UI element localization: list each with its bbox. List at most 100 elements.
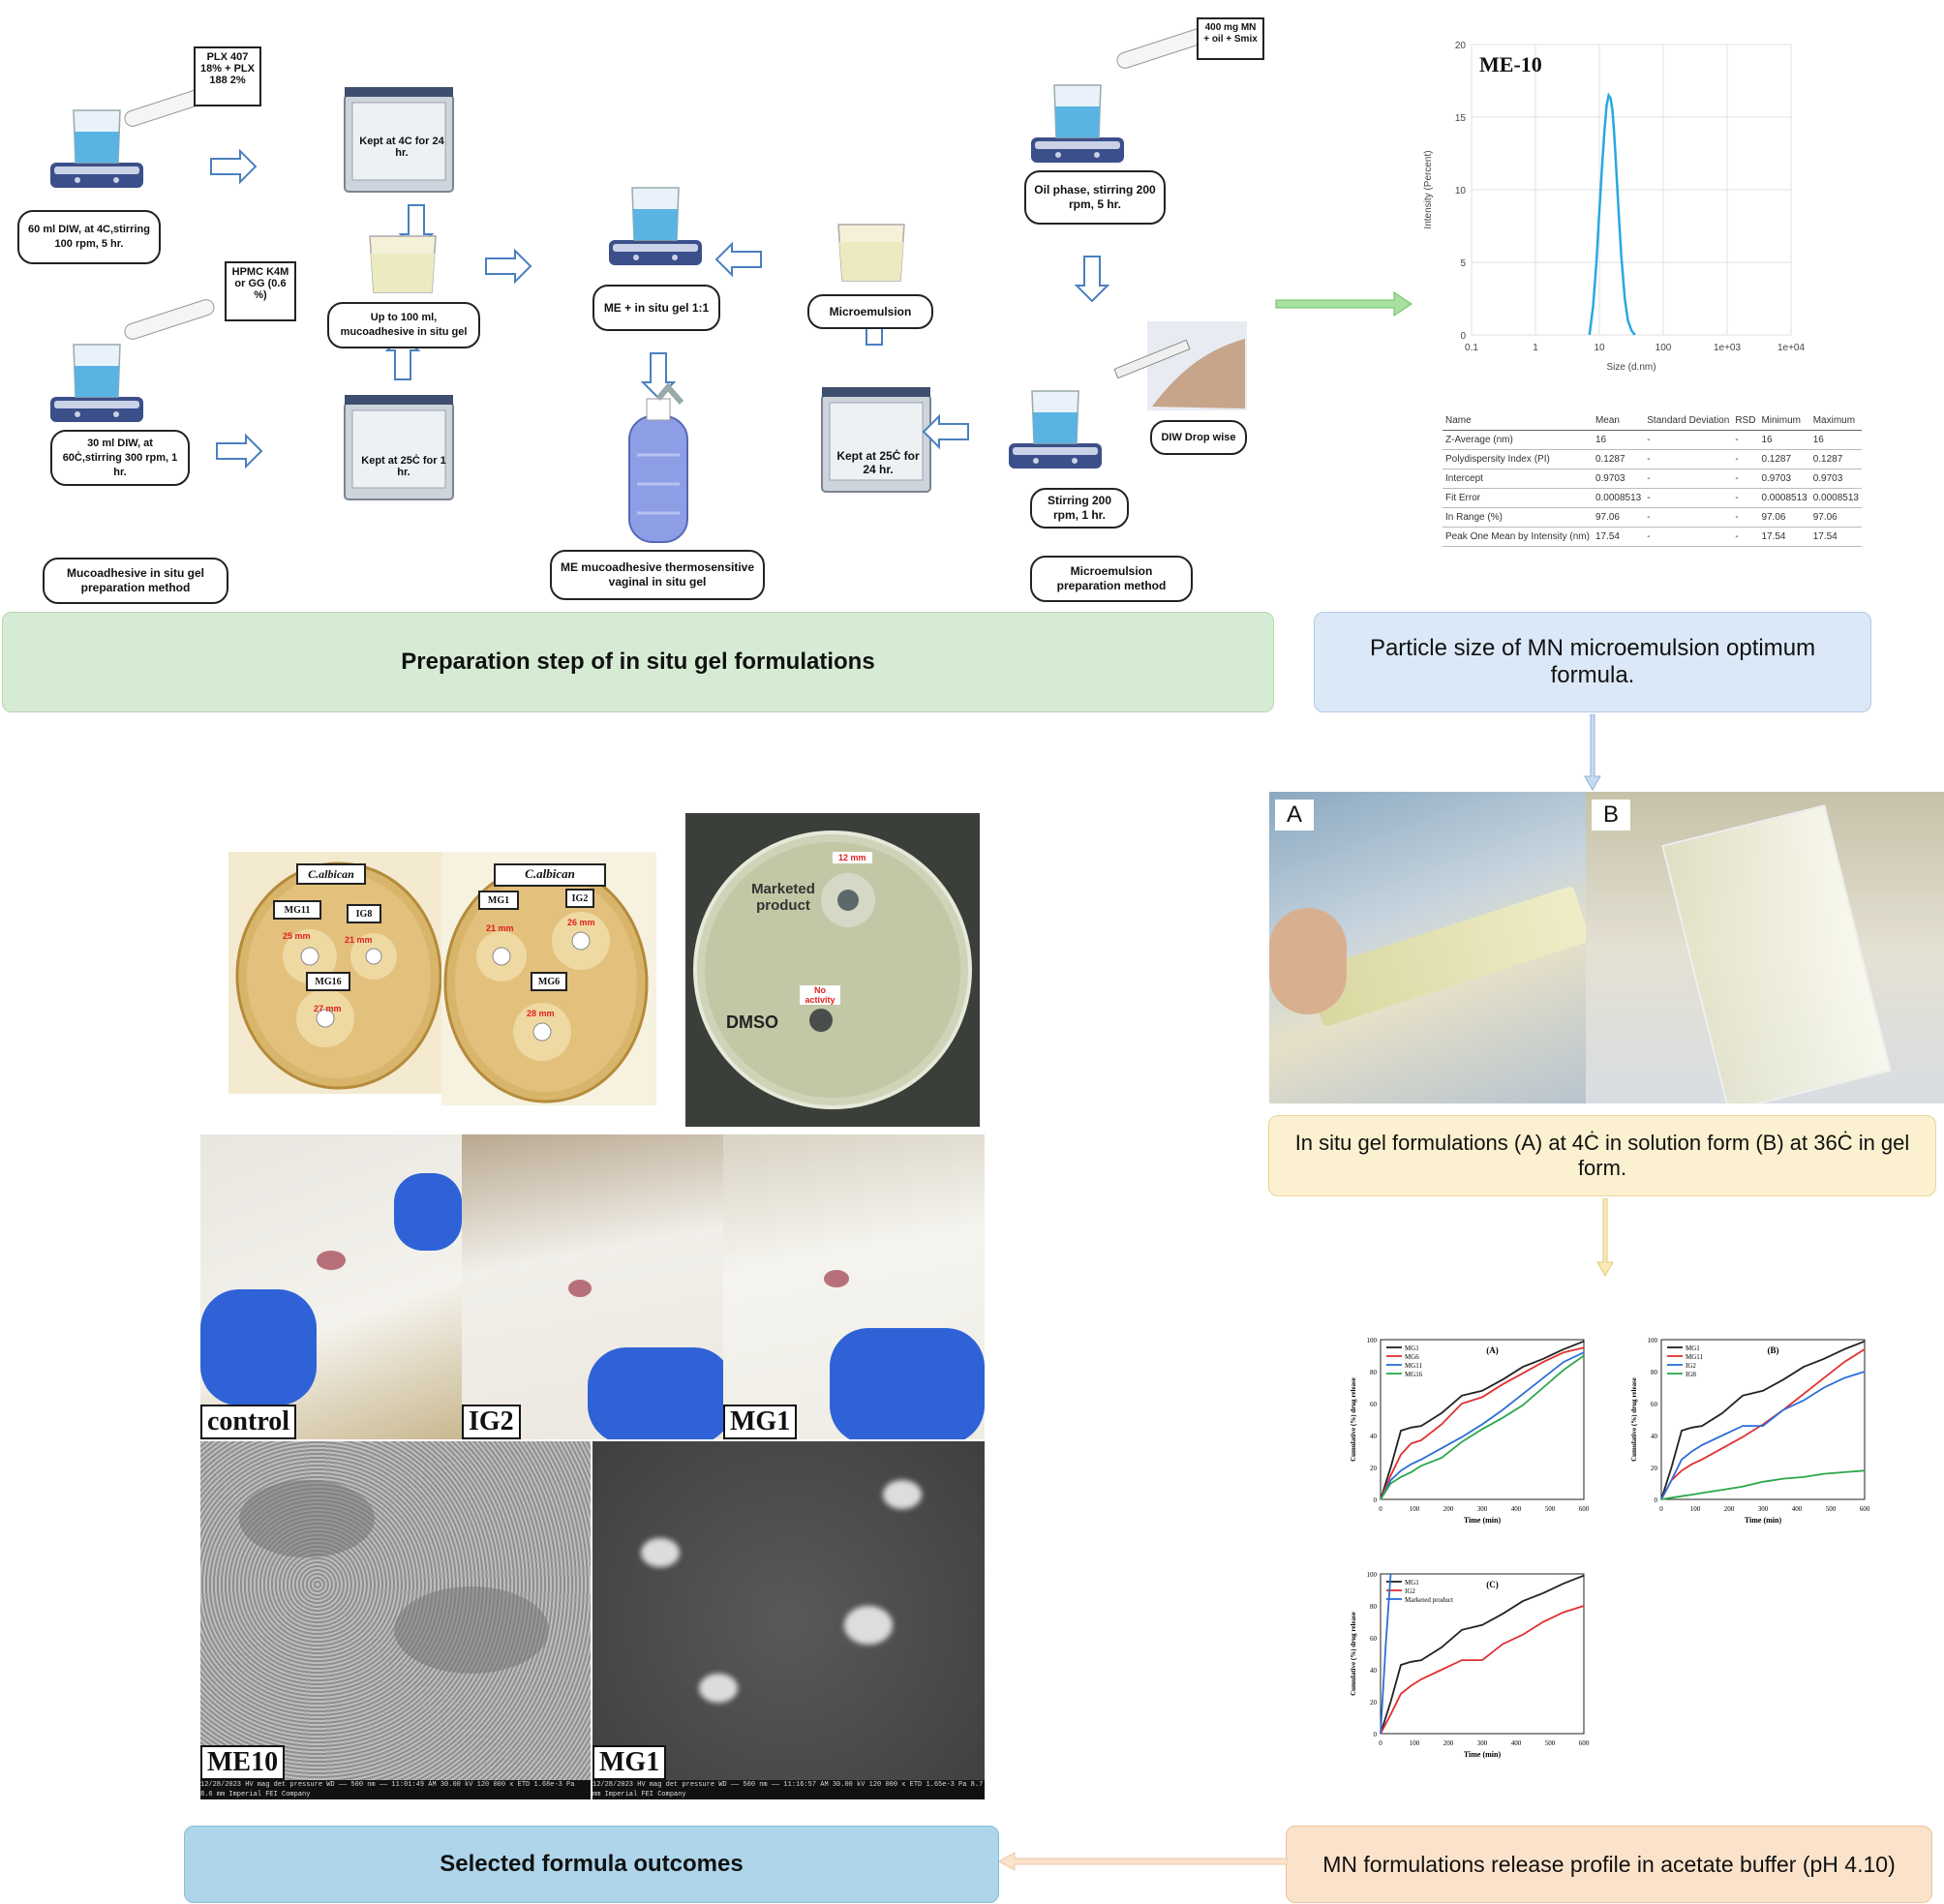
- x-axis-label: Size (d.nm): [1606, 362, 1655, 373]
- cell: 97.06: [1809, 507, 1862, 528]
- x-tick-label: 1e+04: [1777, 343, 1806, 353]
- legend-label: MG1: [1686, 1345, 1700, 1352]
- cell: Polydispersity Index (PI): [1443, 449, 1593, 469]
- cell: 0.1287: [1809, 449, 1862, 469]
- th-sd: Standard Deviation: [1644, 411, 1733, 431]
- series-line-ig8: [1660, 1469, 1866, 1500]
- series-line-marketed-product: [1380, 1573, 1392, 1735]
- legend-label: MG6: [1405, 1353, 1419, 1361]
- petri-plate-2: [441, 852, 656, 1105]
- x-tick-label: 200: [1724, 1505, 1735, 1513]
- y-axis-label: Cumulative (%) drug release: [1350, 1377, 1357, 1462]
- y-tick-label: 60: [1370, 1401, 1378, 1408]
- legend-label: IG2: [1686, 1362, 1696, 1370]
- cell: 0.9703: [1592, 468, 1645, 489]
- x-tick-label: 1e+03: [1714, 343, 1742, 353]
- cell: 97.06: [1758, 507, 1810, 528]
- y-tick-label: 15: [1455, 113, 1467, 124]
- oilphase-label: Oil phase, stirring 200 rpm, 5 hr.: [1024, 170, 1166, 225]
- y-tick-label: 100: [1648, 1337, 1658, 1345]
- y-tick-label: 80: [1370, 1603, 1378, 1611]
- y-tick-label: 10: [1455, 186, 1467, 196]
- plate2-title: C.albican: [494, 863, 606, 887]
- x-tick-label: 600: [1579, 1505, 1590, 1513]
- spray-bottle-icon: [628, 382, 688, 543]
- y-tick-label: 100: [1367, 1337, 1378, 1345]
- series-line-mg1: [1380, 1340, 1585, 1500]
- legend-label: IG2: [1405, 1587, 1415, 1595]
- photo-b: B: [1586, 792, 1944, 1103]
- plate2-zone-1: 26 mm: [567, 918, 595, 927]
- banner-insitu-text: In situ gel formulations (A) at 4Ċ in so…: [1294, 1131, 1910, 1180]
- cell: -: [1732, 488, 1759, 508]
- cell: 17.54: [1758, 527, 1810, 547]
- plate2-zone-0: 21 mm: [486, 923, 514, 933]
- plot-frame: [1380, 1339, 1585, 1500]
- plate3-dmso: DMSO: [726, 1012, 778, 1032]
- table-header-row: Name Mean Standard Deviation RSD Minimum…: [1443, 411, 1862, 431]
- chart-title: (B): [1768, 1345, 1779, 1355]
- photo-mg1-label: MG1: [723, 1405, 798, 1439]
- plate2-label-1: IG2: [565, 889, 594, 908]
- y-tick-label: 40: [1370, 1433, 1378, 1440]
- cell: -: [1732, 527, 1759, 547]
- y-axis-label: Intensity (Percent): [1423, 150, 1434, 228]
- x-tick-label: 500: [1545, 1505, 1556, 1513]
- microemulsion-label: Microemulsion: [807, 294, 933, 329]
- photo-control: control: [200, 1134, 462, 1439]
- cell: -: [1732, 430, 1759, 450]
- y-tick-label: 80: [1370, 1369, 1378, 1376]
- photo-a: A: [1269, 792, 1586, 1103]
- diw-drop-label: DIW Drop wise: [1150, 420, 1247, 455]
- plate1-zone-1: 21 mm: [345, 935, 373, 945]
- particle-size-table: Name Mean Standard Deviation RSD Minimum…: [1443, 411, 1862, 547]
- series-line-mg1: [1380, 1574, 1585, 1735]
- cell: 0.1287: [1592, 449, 1645, 469]
- cell: 0.9703: [1809, 468, 1862, 489]
- petri-plate-3: [685, 813, 980, 1127]
- down-arrow-2: [1596, 1198, 1614, 1278]
- chart-title: ME-10: [1479, 52, 1542, 76]
- x-axis-label: Time (min): [1464, 1750, 1502, 1759]
- cell: -: [1644, 488, 1733, 508]
- series-line-mg11: [1660, 1348, 1866, 1500]
- x-tick-label: 400: [1511, 1739, 1522, 1747]
- x-tick-label: 500: [1826, 1505, 1837, 1513]
- plate2-zone-2: 28 mm: [527, 1009, 555, 1018]
- sem-mg1-footer: 12/28/2023 HV mag det pressure WD —— 500…: [592, 1780, 985, 1799]
- plate2-label-2: MG6: [531, 972, 567, 991]
- th-min: Minimum: [1758, 411, 1810, 431]
- series-line-intensity: [1588, 92, 1636, 336]
- y-tick-label: 0: [1460, 331, 1466, 342]
- hpmc-label: HPMC K4M or GG (0.6 %): [225, 261, 296, 321]
- y-tick-label: 20: [1370, 1465, 1378, 1472]
- kept4-label: Kept at 4C for 24 hr.: [359, 136, 444, 159]
- y-tick-label: 5: [1460, 258, 1466, 269]
- y-axis-label: Cumulative (%) drug release: [1630, 1377, 1638, 1462]
- sem-me10-footer: 12/28/2023 HV mag det pressure WD —— 500…: [200, 1780, 591, 1799]
- y-tick-label: 60: [1370, 1635, 1378, 1643]
- photo-b-label: B: [1592, 800, 1631, 831]
- x-tick-label: 1: [1533, 343, 1538, 353]
- cell: -: [1732, 468, 1759, 489]
- cell: 17.54: [1809, 527, 1862, 547]
- legend-label: MG1: [1405, 1345, 1419, 1352]
- photo-control-label: control: [200, 1405, 297, 1439]
- kept25b-label: Kept at 25Ċ for 24 hr.: [836, 449, 920, 476]
- sem-me10: ME10 12/28/2023 HV mag det pressure WD —…: [200, 1441, 591, 1799]
- x-tick-label: 600: [1579, 1739, 1590, 1747]
- table-row: Peak One Mean by Intensity (nm)17.54--17…: [1443, 527, 1862, 547]
- final-gel-label: ME mucoadhesive thermosensitive vaginal …: [550, 550, 765, 600]
- cell: Z-Average (nm): [1443, 430, 1593, 450]
- plate1-title: C.albican: [296, 863, 366, 885]
- cell: 16: [1592, 430, 1645, 450]
- diw30-label: 30 ml DIW, at 60Ċ,stirring 300 rpm, 1 hr…: [50, 430, 190, 486]
- plate3-marketed: Marketed product: [751, 881, 815, 914]
